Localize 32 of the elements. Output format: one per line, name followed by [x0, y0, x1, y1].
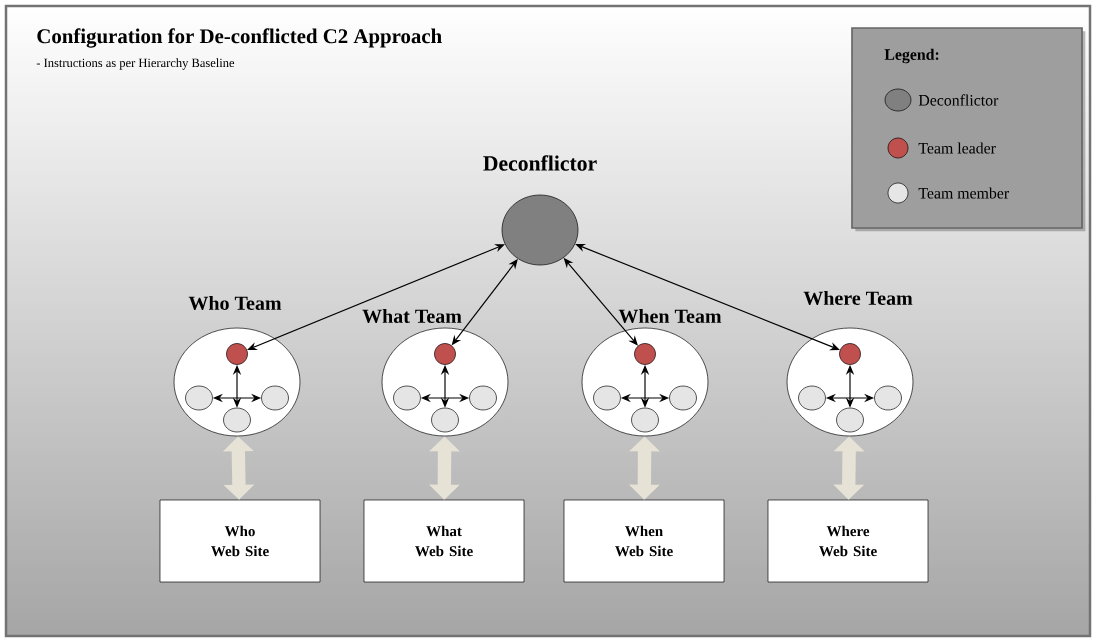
member-circle	[836, 407, 864, 433]
leader-circle	[226, 343, 248, 365]
website-box: Who Web Site	[159, 499, 321, 583]
title: Configuration for De-conflicted C2 Approach	[37, 28, 442, 48]
arrow	[247, 244, 505, 350]
member-circle	[261, 385, 289, 411]
legend-label: Team member	[918, 187, 1009, 199]
website-box: When Web Site	[563, 499, 725, 583]
member-circle	[874, 385, 902, 411]
leader-circle	[839, 343, 861, 365]
legend-title: Legend:	[884, 48, 939, 64]
website-box: Where Web Site	[767, 499, 929, 583]
member-circle	[185, 385, 213, 411]
team-label: Who Team	[188, 295, 282, 311]
member-circle	[798, 385, 826, 411]
member-circle	[469, 385, 497, 411]
member-circle	[431, 407, 459, 433]
member-circle	[669, 385, 697, 411]
member-circle	[593, 385, 621, 411]
legend-label: Deconflictor	[918, 94, 999, 106]
team-label: What Team	[362, 308, 462, 324]
team-label: Where Team	[803, 290, 913, 306]
leader-circle	[434, 343, 456, 365]
subtitle: - Instructions as per Hierarchy Baseline	[36, 58, 235, 70]
member-circle	[631, 407, 659, 433]
member-circle	[393, 385, 421, 411]
node-heading: Deconflictor	[483, 155, 597, 171]
team-label: When Team	[618, 308, 722, 324]
website-box: What Web Site	[363, 499, 525, 583]
leader-circle	[634, 343, 656, 365]
legend-label: Team leader	[918, 142, 996, 154]
member-circle	[223, 407, 251, 433]
